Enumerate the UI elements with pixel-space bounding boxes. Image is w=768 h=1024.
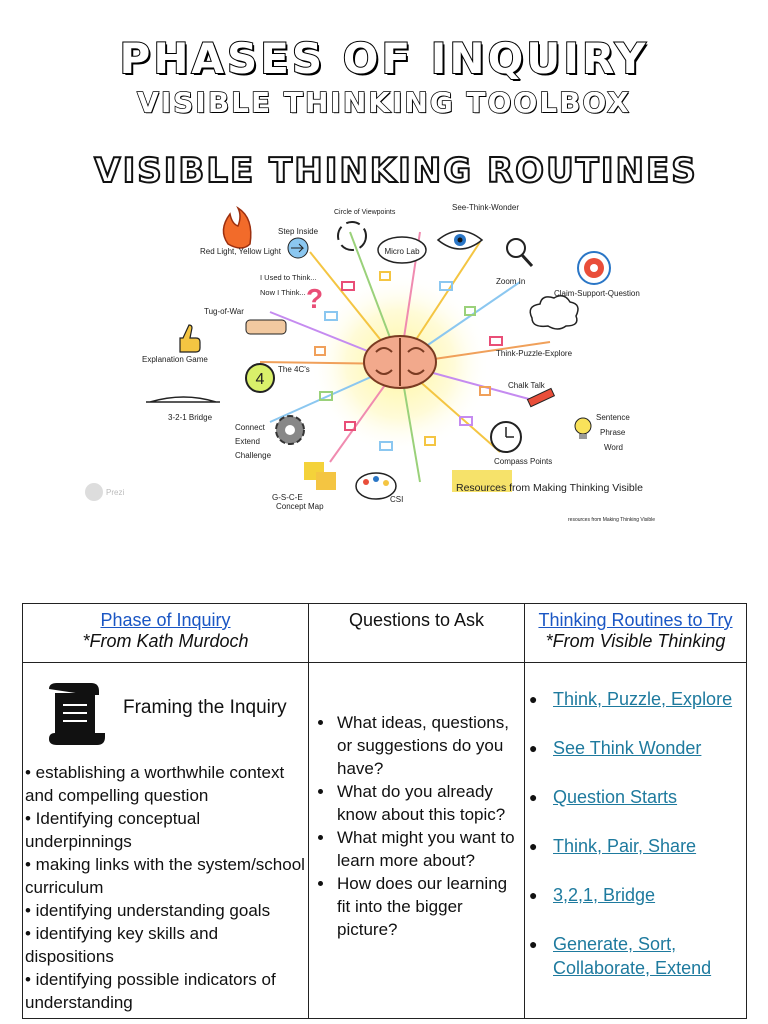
poster-label-sentence: Sentence [596,413,630,422]
phase-title: Framing the Inquiry [123,696,287,718]
gear-icon [275,415,305,445]
inquiry-table: Phase of Inquiry *From Kath Murdoch Ques… [22,603,747,1019]
routine-item: Think, Puzzle, Explore [529,687,746,711]
handshake-icon [245,319,287,335]
poster-label-step-inside: Step Inside [278,227,319,236]
visible-thinking-poster: VISIBLE THINKING ROUTINES [80,132,712,528]
phase-bullet: • Identifying conceptual underpinnings [25,809,201,851]
poster-label-resources-small: resources from Making Thinking Visible [568,517,655,523]
header-questions-label: Questions to Ask [348,610,485,630]
poster-label-chalk-talk: Chalk Talk [508,381,546,390]
phase-cell: Framing the Inquiry • establishing a wor… [22,662,309,1019]
cycle-icon [337,221,367,251]
palette-icon [355,472,397,500]
poster-label-micro-lab: Micro Lab [384,247,420,256]
poster-label-gsce: G-S-C-E [272,493,303,502]
compass-icon [490,421,522,453]
phase-bullet: • establishing a worthwhile context and … [25,763,285,805]
fire-icon [222,205,252,249]
poster-label-red-light: Red Light, Yellow Light [200,247,282,256]
phase-bullet: • identifying key skills and disposition… [25,924,219,966]
poster-label-claim-support: Claim-Support-Question [554,289,640,298]
routine-item: Generate, Sort, Collaborate, Extend [529,932,746,980]
svg-text:4: 4 [256,371,265,388]
question-item: How does our learning fit into the bigge… [335,872,524,941]
confetti-shapes [314,271,503,451]
poster-label-word: Word [604,443,623,452]
routine-link-question-starts[interactable]: Question Starts [553,787,678,807]
routines-list: Think, Puzzle, Explore See Think Wonder … [525,687,746,980]
eye-icon [436,230,484,250]
poster-label-csi: CSI [390,495,403,504]
resources-note [452,470,512,492]
lightbulb-icon [574,417,592,439]
poster-label-zoom-in: Zoom In [496,277,525,286]
questions-cell: What ideas, questions, or suggestions do… [308,662,525,1019]
question-mark-icon: ? [306,283,323,314]
thumbs-up-icon [179,324,201,353]
poster-label-phrase: Phrase [600,428,626,437]
phase-bullet: • identifying possible indicators of und… [25,970,276,1012]
routine-link-think-puzzle-explore[interactable]: Think, Puzzle, Explore [553,689,733,709]
poster-label-concept-map: Concept Map [276,502,324,511]
poster-label-used-to-think: I Used to Think... [260,273,317,282]
chalk-icon [526,387,556,408]
poster-label-challenge: Challenge [235,451,272,460]
target-icon [577,251,611,285]
routine-link-generate-sort[interactable]: Generate, Sort, Collaborate, Extend [553,934,712,978]
phase-bullet: • identifying understanding goals [25,901,271,920]
poster-label-explanation-game: Explanation Game [142,355,208,364]
poster-label-bridge: 3-2-1 Bridge [168,413,213,422]
poster-label-compass: Compass Points [494,457,552,466]
brain-icon [363,335,437,389]
question-item: What ideas, questions, or suggestions do… [335,711,524,780]
page-title: PHASES OF INQUIRY [119,33,649,84]
thought-cloud-icon [529,295,579,330]
header-phase-link[interactable]: Phase of Inquiry [100,610,231,630]
question-item: What might you want to learn more about? [335,826,524,872]
poster-label-think-puzzle: Think-Puzzle-Explore [496,349,573,358]
questions-list: What ideas, questions, or suggestions do… [309,711,524,941]
header-phase-source: *From Kath Murdoch [82,631,249,651]
poster-label-connect: Connect [235,423,266,432]
question-item: What do you already know about this topi… [335,780,524,826]
poster-label-circle-viewpoints: Circle of Viewpoints [334,209,396,216]
header-routines-link[interactable]: Thinking Routines to Try [538,610,733,630]
prezi-logo: Prezi [85,483,124,501]
phase-bullet: • making links with the system/school cu… [25,855,305,897]
routines-cell: Think, Puzzle, Explore See Think Wonder … [524,662,747,1019]
arrow-icon [287,237,309,259]
header-routines: Thinking Routines to Try *From Visible T… [524,603,747,663]
poster-label-tug-of-war: Tug-of-War [204,307,244,316]
routine-link-think-pair-share[interactable]: Think, Pair, Share [553,836,697,856]
poster-label-see-think-wonder: See-Think-Wonder [452,203,519,212]
bridge-icon [146,396,220,403]
number-four-icon: 4 [245,363,275,393]
table-header-row: Phase of Inquiry *From Kath Murdoch Ques… [22,603,747,663]
scroll-icon [49,683,105,745]
poster-label-resources: Resources from Making Thinking Visible [456,482,643,494]
routine-link-see-think-wonder[interactable]: See Think Wonder [553,738,702,758]
sticky-notes-icon [304,462,336,490]
poster-label-four-cs: The 4C's [278,365,310,374]
page-subtitle: VISIBLE THINKING TOOLBOX [136,85,631,120]
magnifier-icon [506,238,534,268]
routine-item: Think, Pair, Share [529,834,746,858]
phase-heading: Framing the Inquiry [25,663,306,761]
header-phase: Phase of Inquiry *From Kath Murdoch [22,603,309,663]
routine-item: 3,2,1, Bridge [529,883,746,907]
poster-heading: VISIBLE THINKING ROUTINES [94,151,697,191]
table-row: Framing the Inquiry • establishing a wor… [22,662,747,1019]
routine-link-bridge[interactable]: 3,2,1, Bridge [553,885,656,905]
routine-item: Question Starts [529,785,746,809]
poster-label-extend: Extend [235,437,260,446]
speech-bubble-icon [377,236,427,264]
header-routines-source: *From Visible Thinking [545,631,726,651]
routine-item: See Think Wonder [529,736,746,760]
header-questions: Questions to Ask [308,603,525,663]
poster-label-now-i-think: Now I Think... [260,288,306,297]
svg-text:Prezi: Prezi [106,488,124,497]
